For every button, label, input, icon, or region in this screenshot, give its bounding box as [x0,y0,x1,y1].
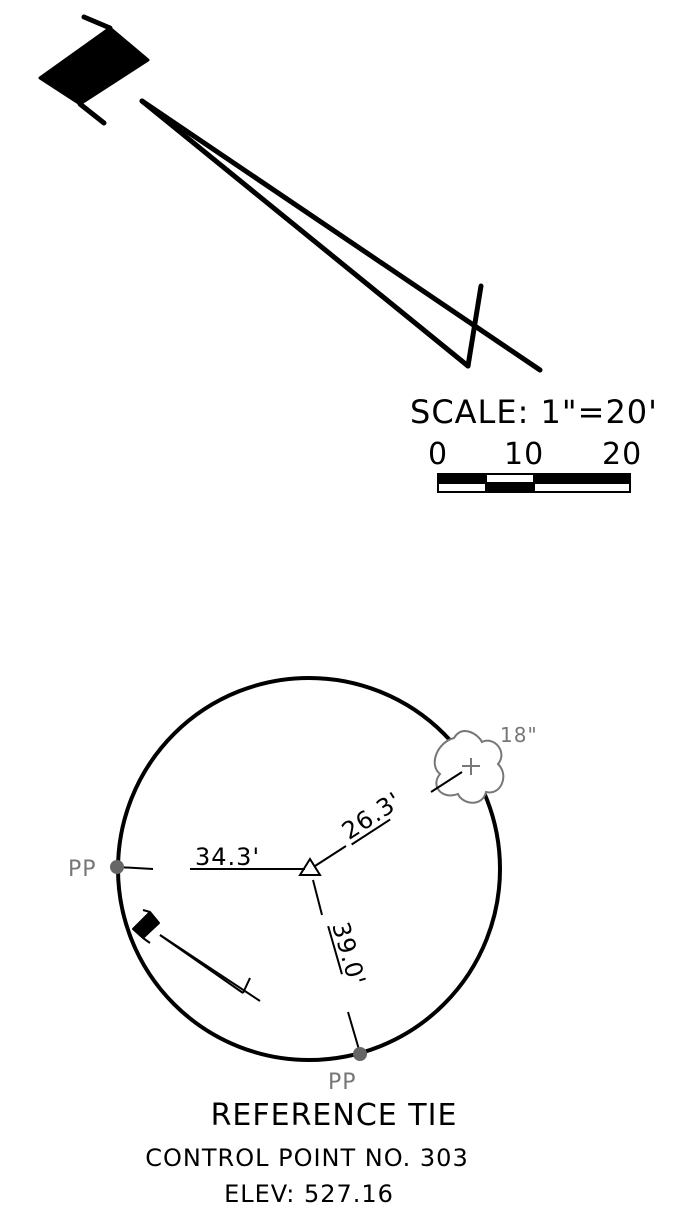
dist-left-label: 34.3' [195,843,260,871]
pp-left-point [110,860,124,874]
dist-upper-right-group: 26.3' [337,786,407,846]
pp-bottom-label: PP [328,1070,357,1095]
scale-bar [437,473,631,493]
dist-left-group: 34.3' [193,843,260,871]
tie-lines [116,771,463,1054]
pp-left-label: PP [68,857,97,882]
small-north-arrow-icon [132,909,261,1002]
dist-bottom-group: 39.0' [326,919,371,989]
scale-tick-10: 10 [504,437,544,472]
tree-icon [433,730,505,804]
scale-tick-0: 0 [428,437,448,472]
scale-tick-20: 20 [602,437,642,472]
elevation-label: ELEV: 527.16 [224,1180,394,1208]
control-point-label: CONTROL POINT NO. 303 [145,1144,468,1172]
north-arrow-icon [38,14,543,373]
pp-bottom-point [353,1047,367,1061]
control-point-icon [298,857,322,876]
dist-upper-right-label: 26.3' [337,786,407,845]
dist-bottom-label: 39.0' [326,919,371,989]
scale-label: SCALE: 1"=20' [410,393,658,431]
tree-size-label: 18" [500,723,538,747]
reference-tie-title: REFERENCE TIE [211,1098,458,1133]
tie-circle [116,676,502,1062]
